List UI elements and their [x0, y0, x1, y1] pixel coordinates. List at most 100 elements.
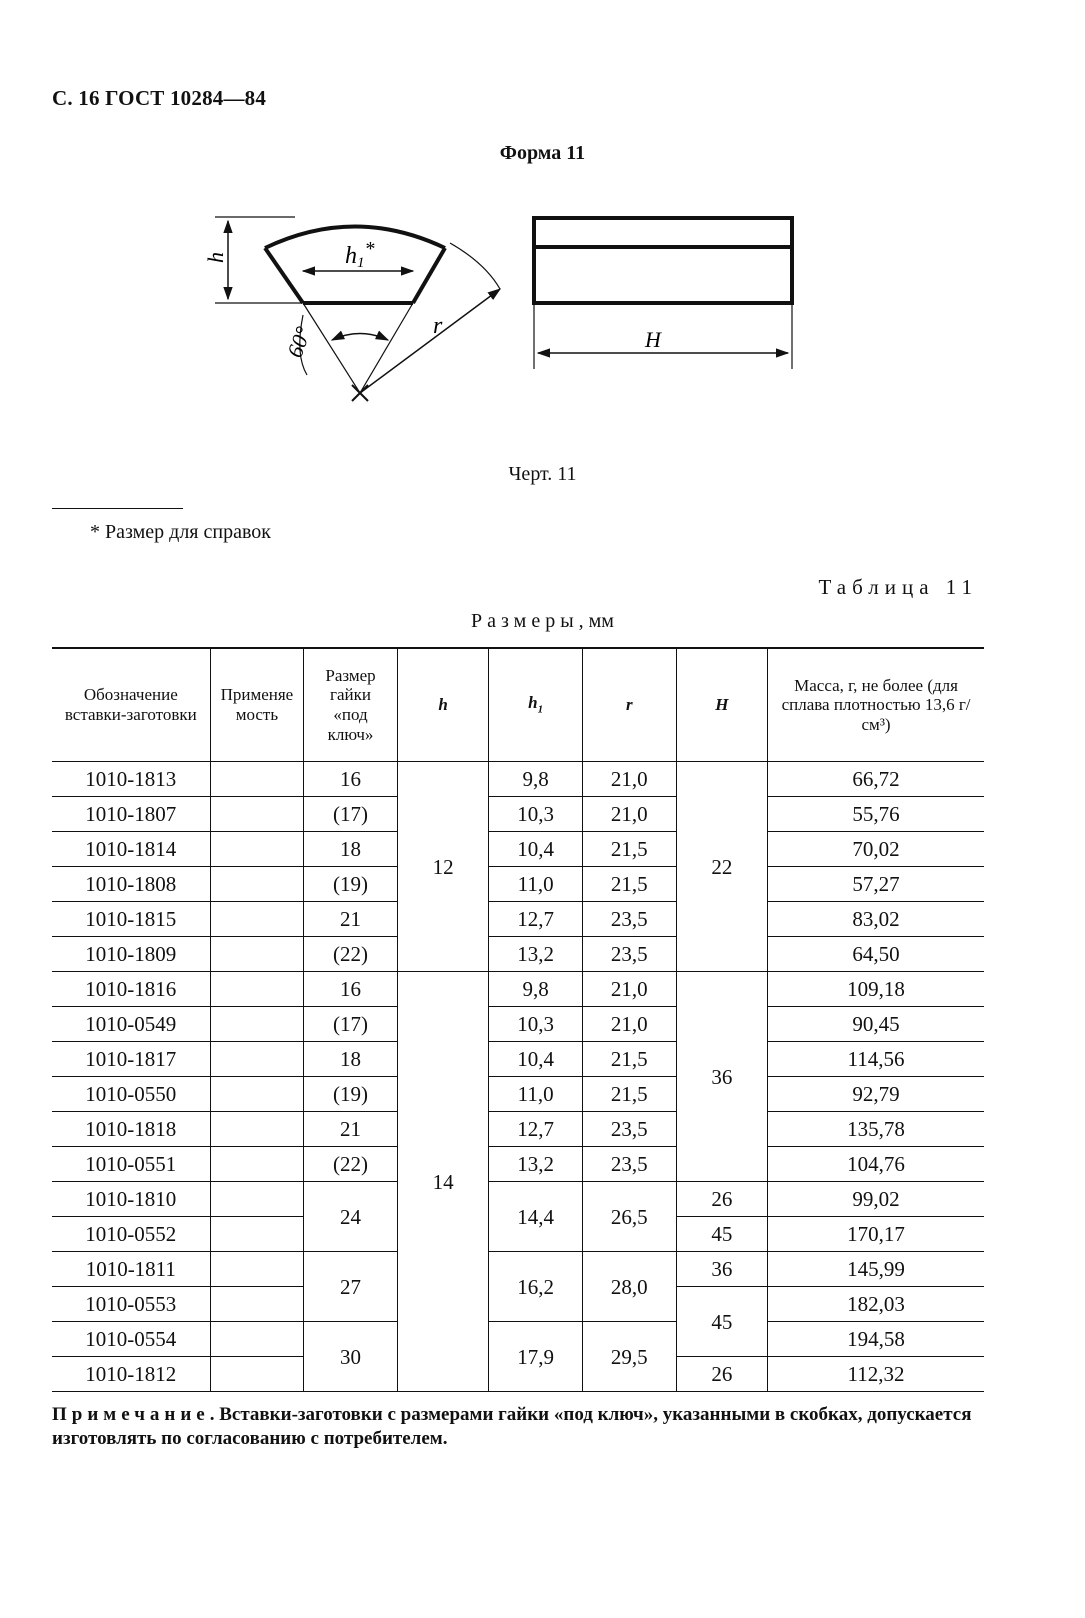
- cell-nut-size: 16: [303, 761, 398, 797]
- cell-r: 23,5: [581, 901, 677, 937]
- cell-nut-size: (22): [303, 936, 398, 972]
- cell-nut-size: (19): [303, 866, 398, 902]
- cell-h: 14: [396, 971, 490, 1392]
- label-angle: 60°: [282, 323, 316, 361]
- cell-h: 12: [396, 761, 490, 972]
- header-r: r: [581, 647, 677, 762]
- sector-left-side: [263, 246, 305, 305]
- cell-mass: 145,99: [767, 1251, 984, 1287]
- cell-nut-size: (17): [303, 796, 398, 832]
- cell-designation: 1010-1807: [52, 796, 211, 832]
- cell-mass: 182,03: [767, 1286, 984, 1322]
- cell-designation: 1010-1814: [52, 831, 211, 867]
- cell-h1: 10,3: [488, 1006, 583, 1042]
- cell-r: 28,0: [581, 1251, 677, 1322]
- cell-nut-size: 21: [303, 901, 398, 937]
- cell-H: 36: [675, 1251, 769, 1287]
- cell-nut-size: 16: [303, 971, 398, 1007]
- angle-leader: [299, 314, 308, 376]
- cell-designation: 1010-1816: [52, 971, 211, 1007]
- cell-designation: 1010-1809: [52, 936, 211, 972]
- cell-applicability: [209, 1356, 305, 1392]
- cell-nut-size: 21: [303, 1111, 398, 1147]
- cell-applicability: [209, 1181, 305, 1217]
- cell-designation: 1010-0551: [52, 1146, 211, 1182]
- cell-mass: 135,78: [767, 1111, 984, 1147]
- cell-h1: 16,2: [488, 1251, 583, 1322]
- cell-applicability: [209, 1111, 305, 1147]
- cell-mass: 55,76: [767, 796, 984, 832]
- cell-h1: 13,2: [488, 1146, 583, 1182]
- cell-H: 26: [675, 1356, 769, 1392]
- cell-nut-size: (17): [303, 1006, 398, 1042]
- cell-mass: 83,02: [767, 901, 984, 937]
- cell-designation: 1010-1812: [52, 1356, 211, 1392]
- cell-applicability: [209, 971, 305, 1007]
- sector-right-side: [411, 246, 447, 305]
- cell-applicability: [209, 1146, 305, 1182]
- cell-designation: 1010-1817: [52, 1041, 211, 1077]
- cell-applicability: [209, 1076, 305, 1112]
- page-header: С. 16 ГОСТ 10284—84: [52, 86, 267, 110]
- label-r: r: [433, 313, 443, 339]
- angle-arc: [330, 330, 390, 341]
- cell-applicability: [209, 1041, 305, 1077]
- cell-H: 26: [675, 1181, 769, 1217]
- header-h: h: [396, 647, 490, 762]
- right-radius-line: [359, 302, 414, 394]
- sector-drawing: [215, 216, 502, 402]
- cell-h1: 13,2: [488, 936, 583, 972]
- cell-designation: 1010-0550: [52, 1076, 211, 1112]
- cell-nut-size: (22): [303, 1146, 398, 1182]
- cell-mass: 99,02: [767, 1181, 984, 1217]
- table-title: Таблица 11: [818, 575, 978, 599]
- cell-h1: 12,7: [488, 901, 583, 937]
- header-mass: Масса, г, не более (для сплава плотность…: [767, 647, 984, 762]
- cell-h1: 10,3: [488, 796, 583, 832]
- r-arc: [449, 242, 501, 290]
- cell-nut-size: 24: [303, 1181, 398, 1252]
- cell-mass: 194,58: [767, 1321, 984, 1357]
- cell-mass: 66,72: [767, 761, 984, 797]
- cell-applicability: [209, 761, 305, 797]
- header-H: H: [675, 647, 769, 762]
- cell-applicability: [209, 1006, 305, 1042]
- cell-r: 21,5: [581, 831, 677, 867]
- cell-r: 21,5: [581, 1076, 677, 1112]
- cell-mass: 90,45: [767, 1006, 984, 1042]
- cell-designation: 1010-1808: [52, 866, 211, 902]
- cell-applicability: [209, 866, 305, 902]
- cell-H: 45: [675, 1216, 769, 1252]
- cell-nut-size: 18: [303, 831, 398, 867]
- label-h1: h1*: [345, 238, 375, 271]
- dimensions-table: Обозначение вставки-заготовки Применяемо…: [52, 647, 984, 1392]
- cell-designation: 1010-0554: [52, 1321, 211, 1357]
- cell-h1: 11,0: [488, 866, 583, 902]
- table-subtitle-unit: , мм: [578, 610, 614, 632]
- sector-arc: [264, 224, 446, 250]
- cell-r: 21,0: [581, 796, 677, 832]
- cell-nut-size: 30: [303, 1321, 398, 1392]
- cell-h1: 14,4: [488, 1181, 583, 1252]
- cell-nut-size: 18: [303, 1041, 398, 1077]
- technical-drawing: h h1* r 60° H: [203, 216, 794, 402]
- footnote: * Размер для справок: [90, 521, 271, 543]
- left-radius-line: [302, 302, 361, 394]
- cell-mass: 64,50: [767, 936, 984, 972]
- cell-mass: 112,32: [767, 1356, 984, 1392]
- cell-h1: 12,7: [488, 1111, 583, 1147]
- cell-H: 45: [675, 1286, 769, 1357]
- header-h1: h1: [488, 647, 583, 762]
- cell-r: 21,5: [581, 1041, 677, 1077]
- side-view-drawing: [532, 216, 794, 369]
